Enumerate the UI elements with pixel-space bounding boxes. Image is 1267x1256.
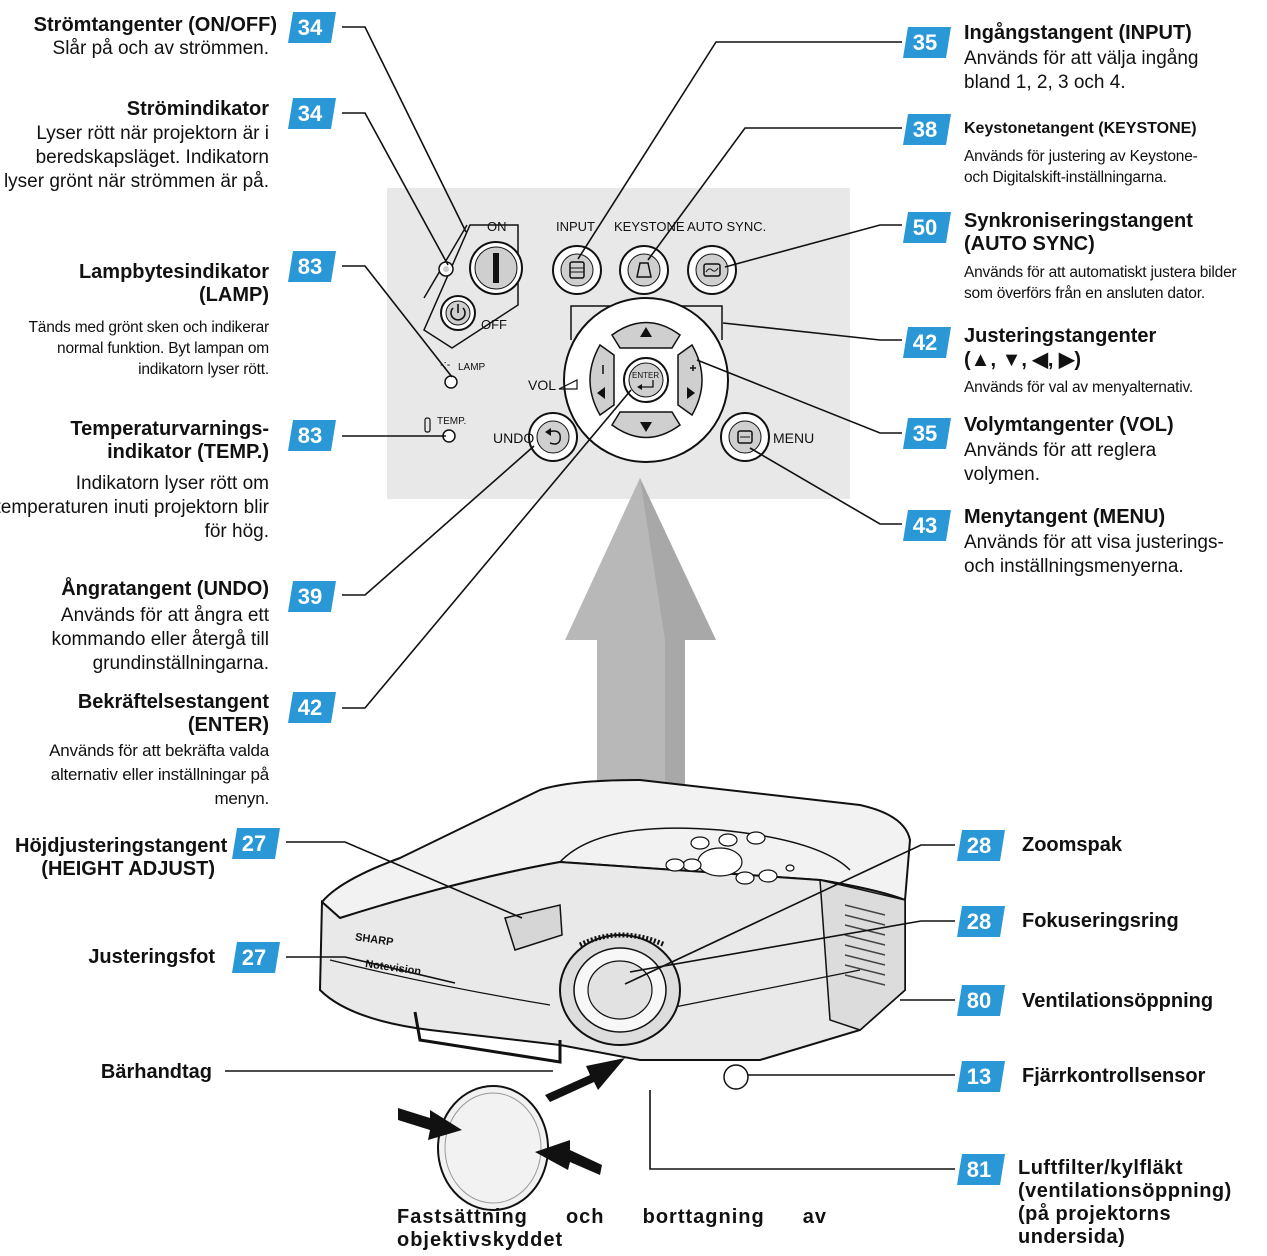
callout-temp-desc: Indikatorn lyser rött om temperaturen in… (0, 472, 269, 544)
page-badge: 28 (957, 906, 1005, 937)
callout-keystone-title: Keystonetangent (KEYSTONE) (964, 120, 1264, 138)
callout-keystone-desc: Används för justering av Keystone- och D… (964, 146, 1214, 188)
page-badge: 34 (288, 12, 336, 43)
page-badge: 50 (903, 212, 951, 243)
page-badge: 39 (288, 581, 336, 612)
callout-vol-desc: Används för att reglera volymen. (964, 439, 1184, 487)
callout-vol-title: Volymtangenter (VOL) (964, 414, 1264, 437)
callout-handle-title: Bärhandtag (12, 1061, 212, 1084)
callout-undo-title: Ångratangent (UNDO) (0, 578, 269, 601)
page-badge: 35 (903, 27, 951, 58)
callout-power-keys-title: Strömtangenter (ON/OFF) (0, 14, 277, 37)
callout-power-keys-desc: Slår på och av strömmen. (0, 37, 269, 61)
page-badge: 81 (957, 1154, 1005, 1185)
callout-menu-title: Menytangent (MENU) (964, 506, 1264, 529)
callout-enter-title: Bekräftelsestangent (ENTER) (39, 691, 269, 737)
callout-power-indicator-desc: Lyser rött när projektorn är i beredskap… (0, 122, 269, 194)
callout-remote-sensor-title: Fjärrkontrollsensor (1022, 1065, 1262, 1088)
page-badge: 83 (288, 251, 336, 282)
callout-temp-title: Temperaturvarnings-indikator (TEMP.) (39, 418, 269, 464)
page-badge: 35 (903, 418, 951, 449)
page-badge: 13 (957, 1061, 1005, 1092)
callout-foot-title: Justeringsfot (15, 946, 215, 969)
callout-zoom-title: Zoomspak (1022, 834, 1262, 857)
page-badge: 43 (903, 510, 951, 541)
callout-lamp-desc: Tänds med grönt sken och indikerar norma… (0, 317, 269, 380)
callout-auto-sync-title: Synkroniseringstangent (AUTO SYNC) (964, 210, 1214, 256)
callout-input-title: Ingångstangent (INPUT) (964, 22, 1264, 45)
callout-input-desc: Används för att välja ingång bland 1, 2,… (964, 47, 1224, 95)
page-badge: 42 (903, 327, 951, 358)
page-badge: 28 (957, 830, 1005, 861)
page-badge: 38 (903, 114, 951, 145)
callout-arrows-desc: Används för val av menyalternativ. (964, 377, 1264, 398)
callout-focus-title: Fokuseringsring (1022, 910, 1262, 933)
page-badge: 34 (288, 98, 336, 129)
callout-enter-desc: Används för att bekräfta valda alternati… (29, 739, 269, 811)
page-badge: 83 (288, 420, 336, 451)
callout-menu-desc: Används för att visa justerings- och ins… (964, 531, 1224, 579)
lens-cap-caption: Fastsättning och borttagning av objektiv… (397, 1206, 827, 1252)
page-badge: 27 (232, 942, 280, 973)
callout-height-adjust-title: Höjdjusteringstangent (HEIGHT ADJUST) (15, 835, 215, 881)
callout-lamp-title: Lampbytesindikator (LAMP) (39, 261, 269, 307)
callout-auto-sync-desc: Används för att automatiskt justera bild… (964, 262, 1264, 304)
callout-vent-title: Ventilationsöppning (1022, 990, 1262, 1013)
callout-undo-desc: Används för att ångra ett kommando eller… (29, 604, 269, 676)
callout-power-indicator-title: Strömindikator (0, 98, 269, 121)
callout-air-filter-title: Luftfilter/kylfläkt (ventilationsöppning… (1018, 1157, 1233, 1249)
page-badge: 42 (288, 692, 336, 723)
page-badge: 27 (232, 828, 280, 859)
callout-arrows-title: Justeringstangenter (▲, ▼, ◀, ▶) (964, 324, 1174, 372)
page-badge: 80 (957, 985, 1005, 1016)
